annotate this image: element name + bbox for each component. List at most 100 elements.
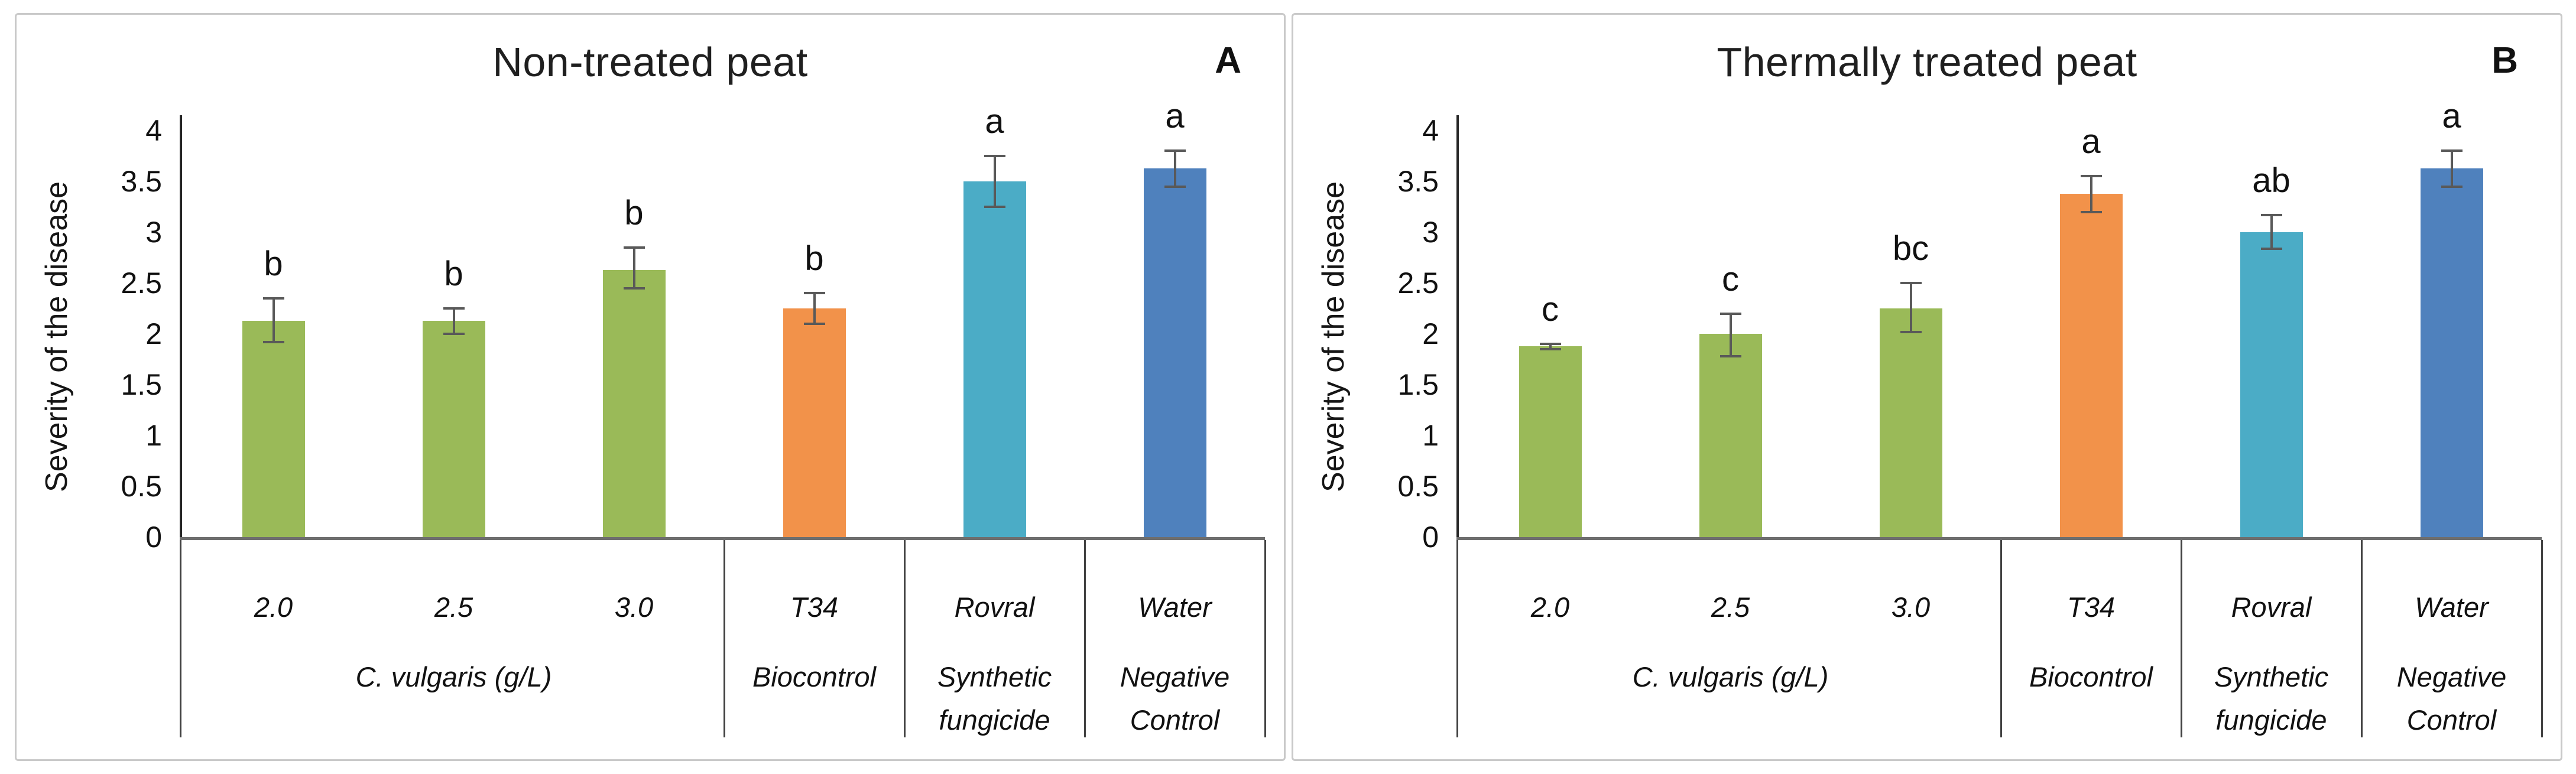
error-bar-line [1909,283,1912,332]
y-tick-label: 2.5 [1397,266,1439,300]
x-category-label: T34 [790,591,838,623]
error-bar-cap-bottom [623,287,645,290]
bar-Water [1143,168,1206,537]
error-bar-cap-bottom [1900,330,1922,333]
sig-letter: ab [2252,161,2291,200]
error-bar-cap-bottom [2441,185,2463,188]
y-tick-label: 4 [1422,114,1439,147]
x-category-label: 2.5 [434,591,473,623]
error-bar-cap-bottom [2080,210,2102,213]
label-table-divider [903,540,906,737]
x-category-label: 2.0 [1530,591,1570,623]
x-group-label: Synthetic fungicide [2214,661,2329,736]
error-bar-cap-bottom [1539,347,1561,350]
sig-letter: a [985,102,1004,141]
label-table-left-line [180,540,181,737]
error-bar-cap-top [2260,213,2282,216]
label-table-divider [723,540,725,737]
error-bar-line [2450,151,2453,187]
error-bar-line [632,247,635,288]
error-bar-cap-top [1164,149,1186,152]
x-group-label: C. vulgaris (g/L) [355,661,552,692]
error-bar-cap-bottom [803,322,825,325]
x-group-label: Synthetic fungicide [937,661,1052,736]
error-bar-line [452,308,455,334]
chart-title: Thermally treated peat [1717,39,2137,85]
sig-letter: b [444,255,463,293]
x-category-label: T34 [2067,591,2115,623]
x-group-label: Biocontrol [2029,661,2153,692]
label-table-divider [1264,540,1266,737]
sig-letter: a [2442,97,2461,136]
error-bar-cap-top [1720,312,1741,315]
error-bar-cap-top [623,246,645,249]
bar-T34 [783,308,846,537]
x-category-label: 2.0 [254,591,293,623]
x-category-label: 2.5 [1711,591,1750,623]
x-category-label: Water [2415,591,2489,623]
sig-letter: b [624,193,644,232]
y-tick-label: 2 [145,317,162,350]
bar-Rovral [2240,232,2303,537]
error-bar-line [1173,151,1176,187]
y-tick-label: 1.5 [121,368,162,401]
error-bar-cap-top [1539,343,1561,346]
bar-2.5 [1699,334,1762,537]
bar-3.0 [1879,308,1942,537]
error-bar-cap-top [984,155,1005,157]
y-tick-label: 1.5 [1397,368,1439,401]
error-bar-line [1549,344,1552,349]
y-tick-label: 3 [1422,216,1439,249]
error-bar-line [272,298,275,342]
error-bar-line [813,293,816,324]
x-group-label: C. vulgaris (g/L) [1632,661,1829,692]
x-group-label: Negative Control [2396,661,2507,736]
chart-title: Non-treated peat [492,39,808,85]
x-category-label: Water [1138,591,1212,623]
error-bar-cap-bottom [443,333,465,335]
y-tick-label: 1 [1422,419,1439,452]
y-tick-label: 3.5 [121,165,162,198]
y-tick-label: 0 [145,521,162,554]
y-axis-line [180,115,182,537]
error-bar-cap-top [2441,149,2463,152]
label-table-divider [2541,540,2543,737]
x-category-label: 3.0 [1891,591,1931,623]
bar-T34 [2059,193,2123,537]
error-bar-cap-top [443,307,465,310]
bar-2.0 [242,320,305,537]
y-tick-label: 2 [1422,317,1439,350]
error-bar-line [2270,214,2273,249]
sig-letter: a [1165,97,1185,136]
error-bar-line [1729,313,1732,356]
sig-letter: c [1542,290,1559,329]
error-bar-cap-top [2080,175,2102,178]
x-category-label: Rovral [2231,591,2312,623]
sig-letter: a [2081,122,2101,161]
x-category-label: 3.0 [614,591,654,623]
sig-letter: b [804,239,824,278]
y-tick-label: 3 [145,216,162,249]
sig-letter: c [1722,259,1739,298]
error-bar-cap-bottom [2260,247,2282,250]
error-bar-line [993,156,996,207]
panel-a: Non-treated peat A Severity of the disea… [15,13,1286,761]
y-tick-label: 1 [145,419,162,452]
label-table-divider [1083,540,1086,737]
error-bar-cap-bottom [1164,185,1186,188]
error-bar-cap-top [1900,282,1922,284]
x-axis-baseline [180,537,1265,540]
x-group-label: Negative Control [1120,661,1230,736]
label-table-divider [2180,540,2182,737]
bar-Water [2420,168,2483,537]
panel-b: Thermally treated peat B Severity of the… [1292,13,2562,761]
panel-letter: B [2491,40,2518,81]
x-category-label: Rovral [954,591,1035,623]
bar-2.0 [1519,346,1582,537]
error-bar-cap-top [803,292,825,295]
error-bar-cap-bottom [984,206,1005,208]
error-bar-cap-bottom [1720,355,1741,357]
label-table-left-line [1456,540,1458,737]
